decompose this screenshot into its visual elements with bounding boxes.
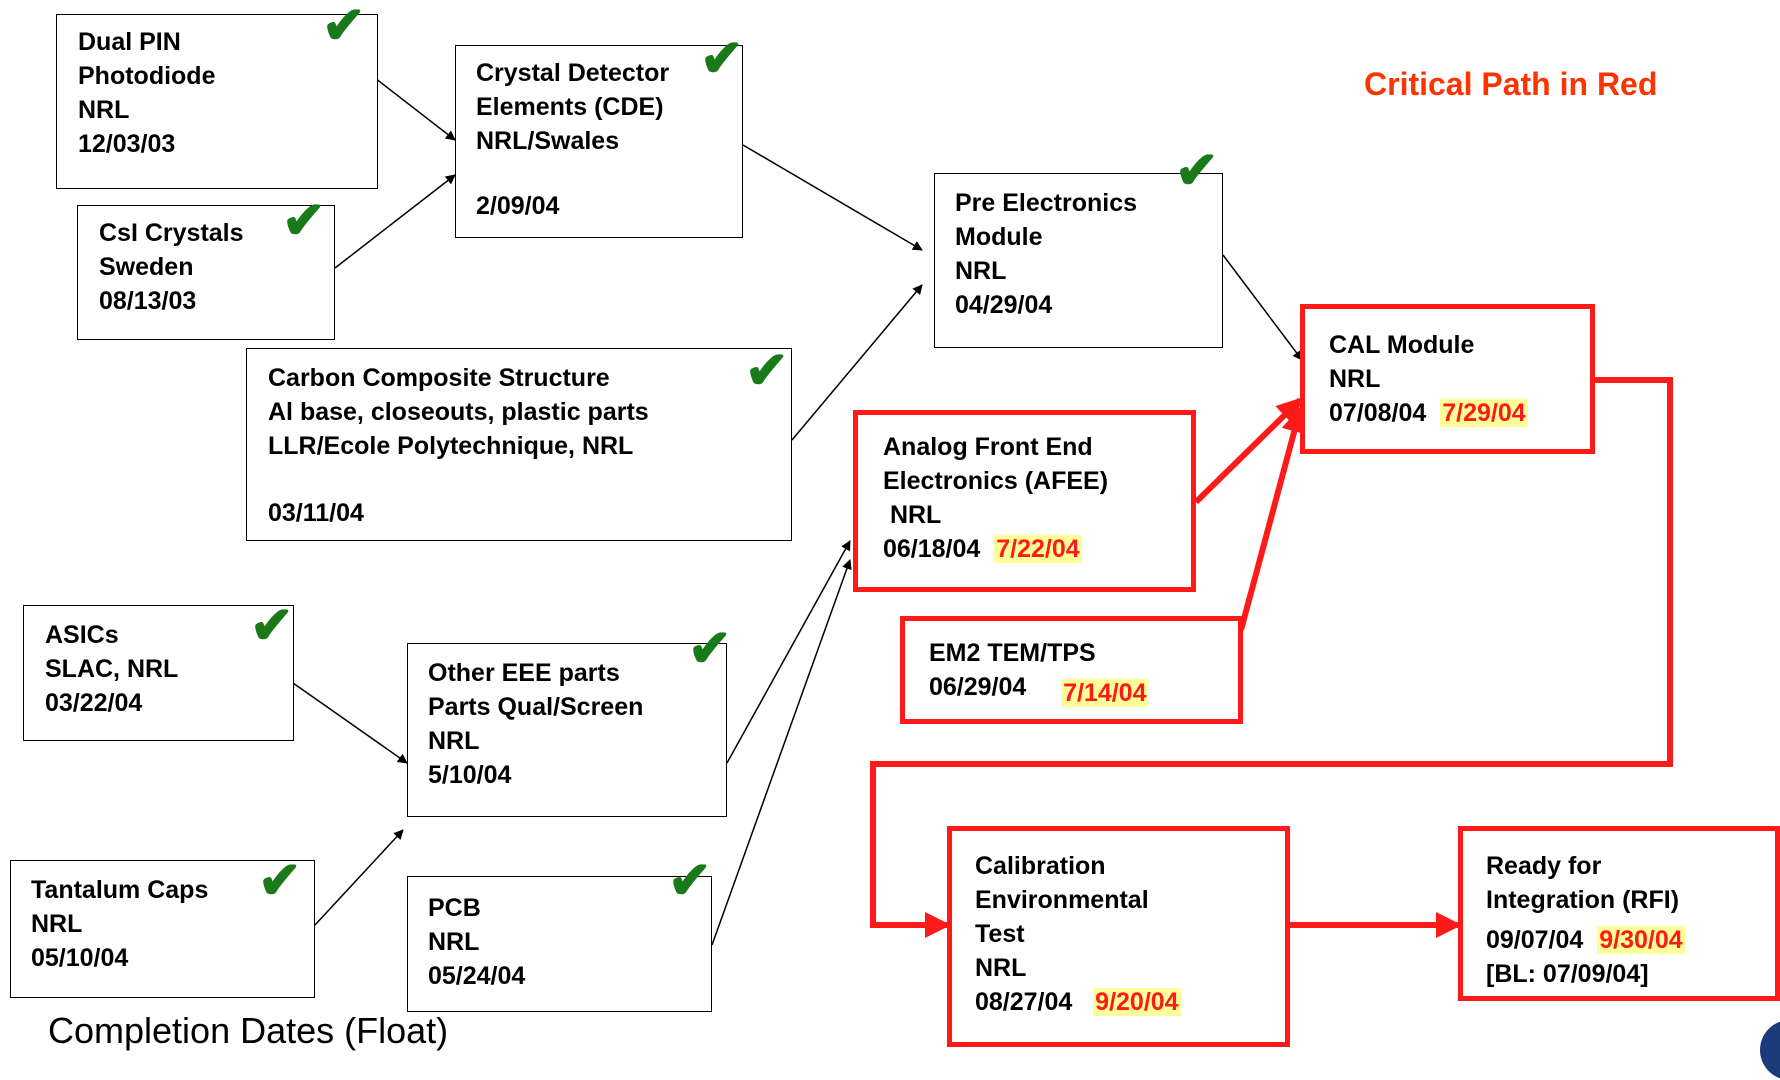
box-line: 05/10/04 (31, 944, 129, 972)
float-date: 9/20/04 (1093, 988, 1181, 1016)
critical-arrow-afee-cal (1193, 397, 1303, 505)
box-line: 08/13/03 (99, 287, 197, 315)
check-icon: ✔ (745, 342, 789, 400)
box-date: 03/11/04 (268, 499, 364, 527)
box-line: NRL (975, 954, 1027, 982)
box-line: Environmental (975, 886, 1149, 914)
box-date: 06/18/04 (883, 535, 981, 563)
box-line: NRL (428, 928, 480, 956)
arrow-tantalum-eee (314, 829, 404, 926)
critical-path-title: Critical Path in Red (1364, 66, 1658, 102)
arrow-csi-cde (334, 174, 456, 269)
box-line: Other EEE parts (428, 659, 620, 687)
box-line: Integration (RFI) (1486, 886, 1680, 914)
box-line: Crystal Detector (476, 59, 670, 87)
box-line: NRL (428, 727, 480, 755)
cal-module-box: CAL Module NRL 07/08/04 7/29/04 (1300, 304, 1595, 454)
csi-crystals-box: CsI Crystals Sweden 08/13/03 (77, 205, 335, 340)
box-line: Parts Qual/Screen (428, 693, 644, 721)
box-line: Ready for (1486, 852, 1602, 880)
crystal-detector-elements-box: Crystal Detector Elements (CDE) NRL/Swal… (455, 45, 743, 238)
box-line: PCB (428, 894, 481, 922)
box-line: Analog Front End (883, 433, 1093, 461)
check-icon: ✔ (322, 0, 366, 55)
pcb-box: PCB NRL 05/24/04 (407, 876, 712, 1012)
box-line: 03/22/04 (45, 689, 143, 717)
box-line: 12/03/03 (78, 130, 176, 158)
baseline-date: [BL: 07/09/04] (1486, 960, 1649, 988)
check-icon: ✔ (282, 192, 326, 250)
tantalum-caps-box: Tantalum Caps NRL 05/10/04 (10, 860, 315, 998)
connector-arrows (292, 77, 1673, 946)
box-line: Module (955, 223, 1043, 251)
arrow-asics-eee (292, 682, 408, 764)
box-date: 06/29/04 (929, 673, 1027, 701)
box-line: Sweden (99, 253, 194, 281)
arrow-eee-afee (726, 540, 851, 764)
check-icon: ✔ (258, 852, 302, 910)
check-icon: ✔ (250, 597, 294, 655)
check-icon: ✔ (700, 30, 744, 88)
box-line: Al base, closeouts, plastic parts (268, 398, 649, 426)
box-line: NRL (1329, 365, 1381, 393)
float-date: 7/22/04 (994, 535, 1082, 563)
box-line: NRL (883, 501, 942, 529)
box-date: 2/09/04 (476, 192, 560, 220)
box-line: NRL (955, 257, 1007, 285)
box-line: Electronics (AFEE) (883, 467, 1109, 495)
box-line: ASICs (45, 621, 119, 649)
dual-pin-photodiode-box: Dual PIN Photodiode NRL 12/03/03 (56, 14, 378, 189)
other-eee-parts-box: Other EEE parts Parts Qual/Screen NRL 5/… (407, 643, 727, 817)
box-line: LLR/Ecole Polytechnique, NRL (268, 432, 634, 460)
box-line: 5/10/04 (428, 761, 512, 789)
box-line: SLAC, NRL (45, 655, 179, 683)
footnote: Completion Dates (Float) (48, 1010, 449, 1051)
box-date: 09/07/04 (1486, 926, 1584, 954)
box-line: Elements (CDE) (476, 93, 664, 121)
box-line: Dual PIN (78, 28, 181, 56)
box-line: 04/29/04 (955, 291, 1053, 319)
box-line: Test (975, 920, 1025, 948)
box-line: NRL/Swales (476, 127, 620, 155)
box-line: 05/24/04 (428, 962, 526, 990)
ready-for-integration-box: Ready for Integration (RFI) 09/07/04 9/3… (1458, 826, 1780, 1001)
critical-arrow-cal-calib (870, 377, 1673, 938)
arrow-carbon-pre (791, 284, 923, 441)
check-icon: ✔ (1175, 142, 1219, 200)
float-date: 7/14/04 (1061, 679, 1149, 707)
box-line: EM2 TEM/TPS (929, 639, 1096, 667)
box-date: 07/08/04 (1329, 399, 1427, 427)
asics-box: ASICs SLAC, NRL 03/22/04 (23, 605, 294, 741)
box-line: Photodiode (78, 62, 216, 90)
arrow-cde-pre (742, 144, 923, 251)
float-date: 9/30/04 (1597, 926, 1685, 954)
box-line: CAL Module (1329, 331, 1475, 359)
arrow-dualpin-cde (374, 77, 456, 141)
calibration-environmental-test-box: Calibration Environmental Test NRL 08/27… (947, 826, 1290, 1047)
box-line: NRL (78, 96, 130, 124)
em2-tem-tps-box: EM2 TEM/TPS 06/29/04 7/14/04 (900, 616, 1243, 724)
arrow-pre-cal (1222, 254, 1303, 361)
box-date: 08/27/04 (975, 988, 1073, 1016)
analog-front-end-electronics-box: Analog Front End Electronics (AFEE) NRL … (853, 410, 1196, 592)
box-line: Tantalum Caps (31, 876, 209, 904)
check-icon: ✔ (668, 852, 712, 910)
float-date: 7/29/04 (1440, 399, 1528, 427)
check-icon: ✔ (688, 620, 732, 678)
carbon-composite-structure-box: Carbon Composite Structure Al base, clos… (246, 348, 792, 541)
box-line: Carbon Composite Structure (268, 364, 610, 392)
box-line: CsI Crystals (99, 219, 244, 247)
critical-arrow-em2-cal (1238, 406, 1307, 631)
arrow-pcb-afee (711, 559, 852, 946)
box-line: Pre Electronics (955, 189, 1138, 217)
box-line: NRL (31, 910, 83, 938)
pre-electronics-module-box: Pre Electronics Module NRL 04/29/04 (934, 173, 1223, 348)
box-line: Calibration (975, 852, 1106, 880)
